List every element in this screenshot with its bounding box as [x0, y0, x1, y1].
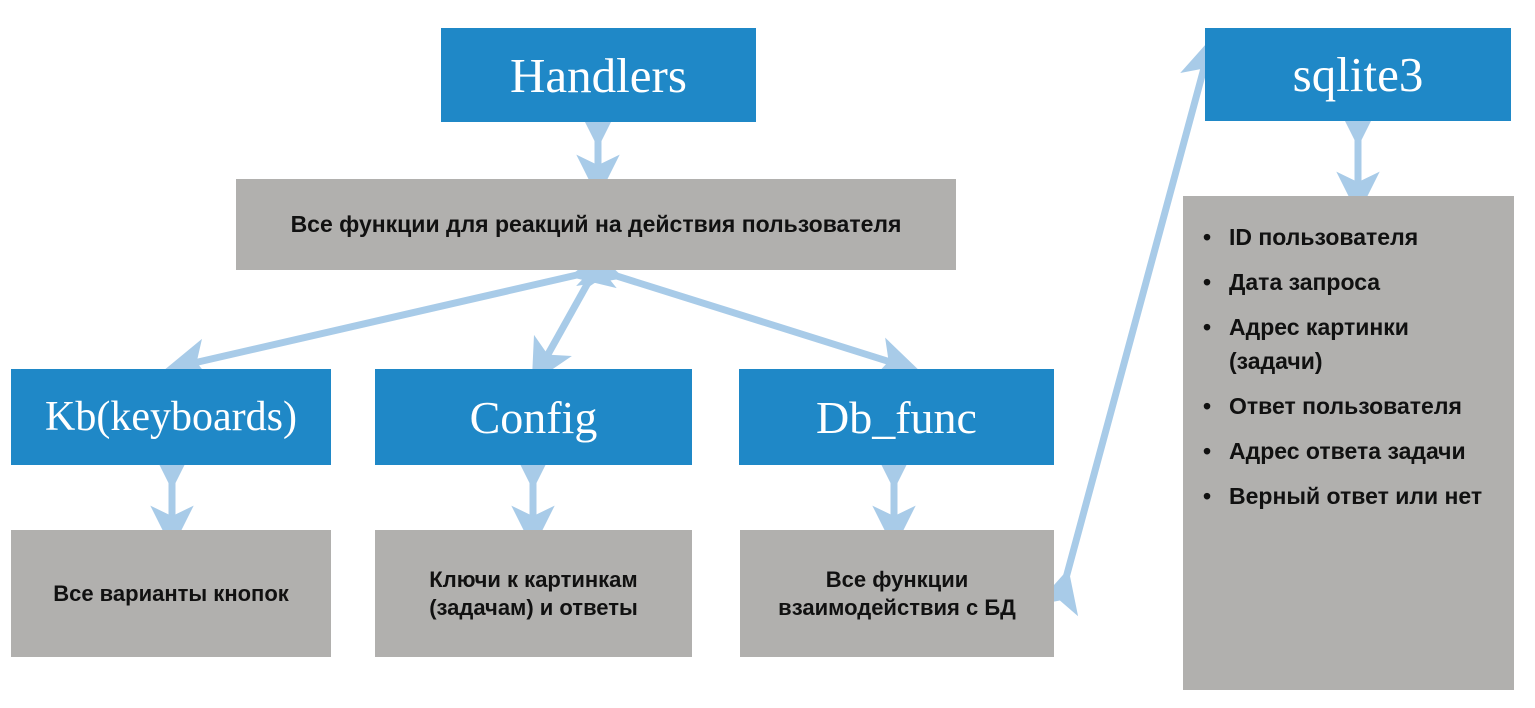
module-sqlite3-label: sqlite3 — [1292, 47, 1424, 102]
note-dbfunc: Все функции взаимодействия с БД — [740, 530, 1054, 657]
module-config[interactable]: Config — [375, 369, 692, 465]
module-sqlite3[interactable]: sqlite3 — [1205, 28, 1511, 121]
module-handlers-label: Handlers — [510, 47, 687, 103]
db-field-label: Адрес ответа задачи — [1229, 438, 1466, 465]
db-field-item: • Дата запроса — [1203, 265, 1504, 299]
note-kb-line-1: Все варианты кнопок — [53, 580, 289, 606]
arrow-note-to-dbfunc — [576, 244, 921, 379]
db-field-label: Дата запроса — [1229, 269, 1381, 296]
arrow-note-to-kb — [164, 245, 617, 382]
module-kb-label: Kb(keyboards) — [45, 394, 297, 440]
note-handlers-line-1: Все функции для реакций на действия поль… — [290, 211, 902, 238]
bullet-glyph-icon: • — [1203, 438, 1212, 465]
bullet-glyph-icon: • — [1203, 269, 1212, 296]
db-field-label: ID пользователя — [1229, 224, 1419, 250]
db-field-label: Адрес картинки (задачи) — [1229, 314, 1409, 375]
db-field-item: • ID пользователя — [1203, 220, 1504, 254]
db-field-item: • Верный ответ или нет — [1203, 479, 1504, 513]
module-kb[interactable]: Kb(keyboards) — [11, 369, 331, 465]
module-config-label: Config — [469, 391, 598, 443]
bullet-glyph-icon: • — [1203, 483, 1212, 510]
db-field-item: • Адрес картинки (задачи) — [1203, 310, 1504, 378]
module-dbfunc-label: Db_func — [816, 391, 977, 443]
bullet-glyph-icon: • — [1203, 224, 1212, 250]
note-kb: Все варианты кнопок — [11, 530, 331, 657]
module-handlers[interactable]: Handlers — [441, 28, 756, 122]
module-dbfunc[interactable]: Db_func — [739, 369, 1054, 465]
db-field-label: Ответ пользователя — [1229, 393, 1462, 420]
bullet-glyph-icon: • — [1203, 393, 1212, 420]
note-dbfunc-line-1: Все функции — [825, 567, 969, 592]
db-field-item: • Ответ пользователя — [1203, 389, 1504, 423]
arrow-note-to-config — [531, 241, 624, 384]
note-handlers: Все функции для реакций на действия поль… — [236, 179, 956, 270]
note-config: Ключи к картинкам (задачам) и ответы — [375, 530, 692, 657]
db-fields-panel: • ID пользователя • Дата запроса • Адрес… — [1183, 196, 1514, 690]
db-fields-list: • ID пользователя • Дата запроса • Адрес… — [1183, 220, 1514, 513]
bullet-glyph-icon: • — [1203, 314, 1212, 341]
note-config-line-2: (задачам) и ответы — [429, 594, 638, 620]
db-field-label: Верный ответ или нет — [1229, 483, 1483, 510]
note-config-line-1: Ключи к картинкам — [429, 567, 638, 592]
db-field-item: • Адрес ответа задачи — [1203, 434, 1504, 468]
note-dbfunc-line-2: взаимодействия с БД — [778, 594, 1016, 620]
